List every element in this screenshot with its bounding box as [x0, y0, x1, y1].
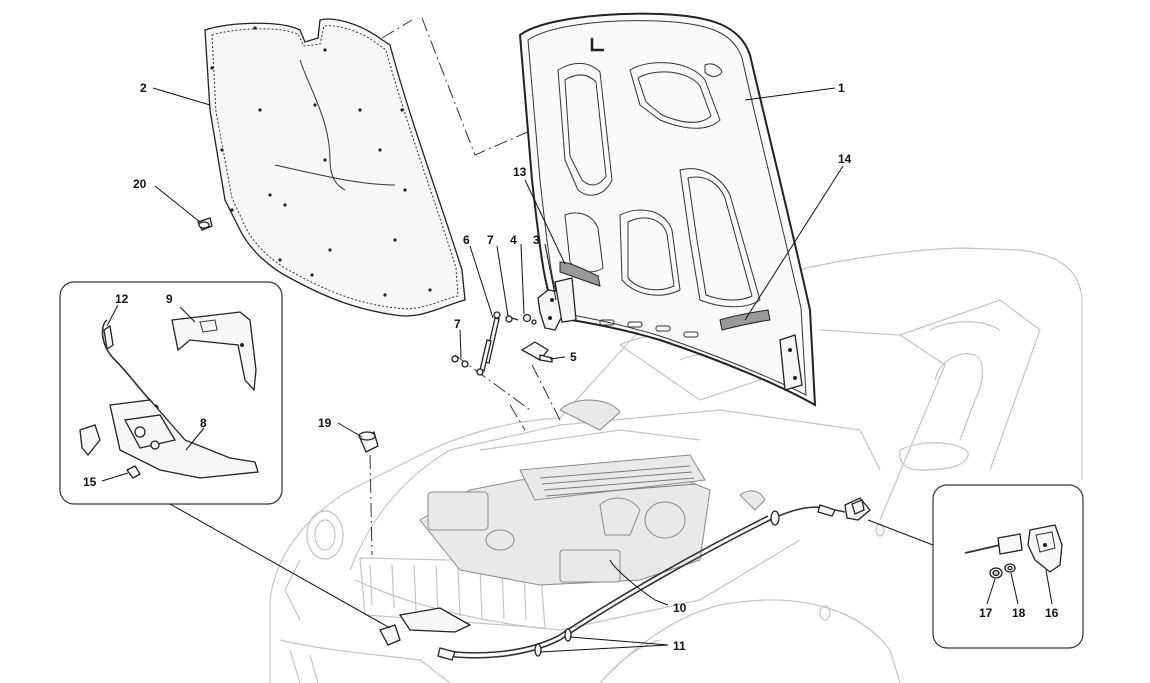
- inset-leader-left: [169, 503, 391, 629]
- callout-9: 9: [166, 292, 173, 306]
- engine-block: [419, 399, 766, 586]
- callout-7-lower: 7: [454, 317, 461, 331]
- callout-16: 16: [1045, 606, 1059, 620]
- callout-13: 13: [513, 165, 527, 179]
- hinge-nut: [522, 313, 537, 325]
- leader-lines: [101, 87, 1053, 653]
- front-bonnet: [518, 12, 817, 407]
- gas-strut: [476, 311, 501, 376]
- front-lock: [379, 607, 472, 646]
- callout-8: 8: [200, 416, 207, 430]
- right-inset-detail: [932, 484, 1084, 649]
- left-inset-detail: [59, 281, 283, 505]
- callout-19: 19: [318, 416, 332, 430]
- callout-20: 20: [133, 177, 147, 191]
- callout-17: 17: [979, 606, 993, 620]
- callout-11: 11: [673, 639, 686, 653]
- ball-stud: [451, 315, 519, 368]
- callout-12: 12: [115, 292, 129, 306]
- cap: [358, 431, 379, 453]
- callout-labels: 1 2 3 4 5 6 7 7 8 9 10 11 12 13 14 15 16…: [83, 81, 1059, 653]
- callout-18: 18: [1012, 606, 1026, 620]
- callout-2: 2: [140, 81, 147, 95]
- callout-1: 1: [838, 81, 845, 95]
- callout-6: 6: [463, 233, 470, 247]
- callout-14: 14: [838, 152, 852, 166]
- inset-leader-right: [867, 519, 934, 546]
- callout-10: 10: [673, 601, 687, 615]
- callout-3: 3: [533, 233, 540, 247]
- release-handle: [844, 497, 871, 521]
- car-body: [269, 247, 1083, 683]
- hinge-bolt: [539, 354, 553, 363]
- callout-4: 4: [510, 233, 517, 247]
- callout-15: 15: [83, 475, 97, 489]
- bonnet-seal-left: [559, 261, 601, 287]
- callout-7-upper: 7: [487, 233, 494, 247]
- push-clip: [197, 217, 213, 231]
- hood-insulation-panel: [204, 18, 466, 317]
- bonnet-hinge: [520, 277, 577, 361]
- callout-5: 5: [570, 350, 577, 364]
